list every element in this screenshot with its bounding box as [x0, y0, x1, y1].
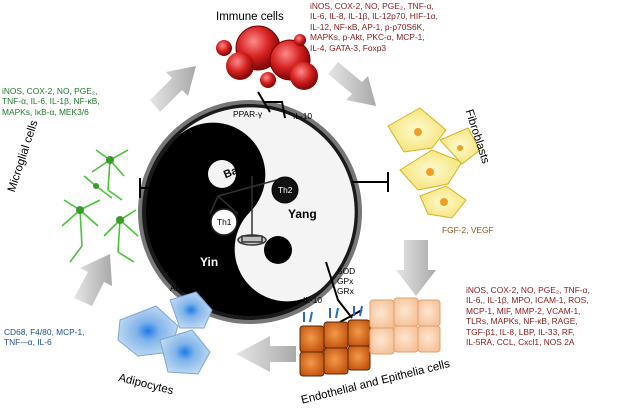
immune-cells-title: Immune cells	[216, 11, 284, 23]
microglial-markers: iNOS, COX-2, NO, PGE₂, TNF-α, IL-6, IL-1…	[2, 86, 100, 117]
adipocyte-markers: CD68, F4/80, MCP-1, TNF-–α, IL-6	[4, 327, 85, 348]
arrow-fibroblast-to-endothelial	[396, 240, 436, 296]
th2-ball	[271, 176, 299, 204]
yin-label: Yin	[200, 255, 219, 269]
adipocyte-marker-line: CD68, F4/80, MCP-1,	[4, 327, 85, 337]
yin-yang-symbol	[138, 100, 362, 324]
balance-scale	[209, 176, 295, 246]
endothelial-marker-line: IL-5RA, CCL, Cxcl1, NOS 2A	[466, 337, 575, 348]
microglial-cell-cluster	[61, 149, 139, 263]
microglial-marker-line: TNF-α, IL-6, IL-1β, NF-κB,	[2, 96, 100, 107]
il10-top-label: IL-10	[293, 111, 313, 121]
cycle-arrows	[74, 62, 436, 372]
endothelial-marker-line: TLRs, MAPKs, NF-κB, RAGE,	[466, 316, 578, 327]
microglial-marker-line: iNOS, COX-2, NO, PGE₂,	[2, 86, 98, 96]
arrow-immune-to-fibroblast	[328, 62, 376, 106]
arrow-microglia-to-immune	[150, 66, 196, 112]
adipocyte-marker-line: TNF-–α, IL-6	[4, 337, 52, 348]
immune-marker-line: IL-6, IL-8, IL-1β, IL-12p70, HIF-1α,	[310, 11, 438, 22]
ppar-gamma-label: PPAR-γ	[233, 109, 263, 119]
microglial-marker-line: MAPKs, IκB-α, MEK3/6	[2, 106, 89, 117]
immune-markers: iNOS, COX-2, NO, PGE₂, TNF-α, IL-6, IL-8…	[310, 1, 438, 53]
endothelial-marker-line: TGF-β1, IL-8, LBP, IL-33, RF,	[466, 326, 575, 337]
immune-marker-line: MAPKs, p-Akt, PKC-α, MCP-1,	[310, 32, 425, 43]
immune-marker-line: IL-4, GATA-3, Foxp3	[310, 42, 387, 53]
arginase-label: Arginase I	[170, 283, 208, 293]
endothelial-marker-line: MCP-1, MIF, MMP-2, VCAM-1,	[466, 305, 581, 316]
sod-label: SOD	[337, 266, 356, 276]
endothelial-marker-line: IL-6,, IL-1β, MPO, ICAM-1, ROS,	[466, 295, 589, 306]
grx-label: GRx	[337, 286, 354, 296]
endothelial-marker-line: iNOS, COX-2, NO, PGE₂, TNF-α,	[466, 285, 590, 295]
immune-marker-line: iNOS, COX-2, NO, PGE₂, TNF-α,	[310, 1, 434, 11]
fibroblast-cluster	[387, 107, 481, 219]
endothelial-cell-cluster	[299, 297, 441, 377]
immune-marker-line: IL-12, NF-κB, AP-1, p-p70S6K,	[310, 21, 425, 32]
immune-cell-cluster	[216, 25, 318, 90]
arrow-adipocyte-to-microglia	[74, 254, 112, 306]
fibroblast-markers: FGF-2, VEGF	[442, 225, 494, 235]
arrow-endothelial-to-adipocyte	[236, 336, 296, 372]
il10-bottom-label: IL-10	[303, 295, 323, 305]
th1-ball	[210, 208, 238, 236]
adipocyte-cluster	[117, 291, 213, 375]
gpx-label: GPx	[337, 276, 354, 286]
th1-label: Th1	[217, 217, 232, 227]
endothelial-markers: iNOS, COX-2, NO, PGE₂, TNF-α, IL-6,, IL-…	[466, 285, 590, 347]
yang-label: Yang	[288, 207, 317, 221]
th2-label: Th2	[278, 185, 293, 195]
